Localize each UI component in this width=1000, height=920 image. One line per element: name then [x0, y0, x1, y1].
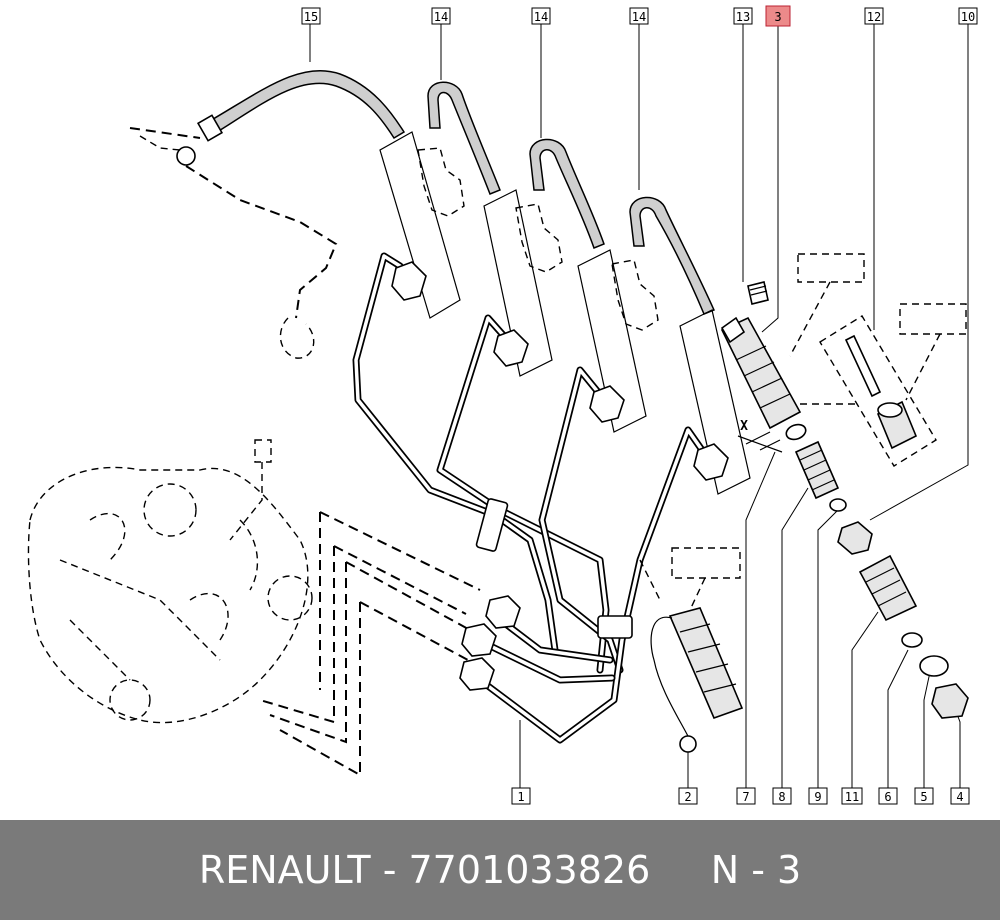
caption-gap [650, 848, 710, 892]
callout-13: 13 [736, 10, 750, 24]
injection-pump [27, 439, 481, 777]
callout-8: 8 [778, 790, 785, 804]
callout-box-4 [950, 787, 970, 805]
callouts-bottom: 1 2 7 8 9 11 6 5 4 [511, 787, 970, 805]
callout-box-1 [511, 787, 531, 805]
caption-part-number: 7701033826 [408, 848, 651, 892]
callout-box-14c [629, 7, 649, 25]
caption-separator: - [370, 848, 409, 892]
caption-bar: RENAULT - 7701033826 N - 3 [0, 820, 1000, 920]
callout-4: 4 [956, 790, 963, 804]
callouts-top: 15 14 14 14 13 3 12 10 [301, 5, 978, 27]
injector-pipes-1 [352, 252, 729, 744]
caption-ref: N - 3 [710, 848, 802, 892]
callout-box-3-highlighted [765, 5, 791, 27]
parts-diagram: X 15 14 14 14 13 3 [27, 5, 978, 805]
callout-box-12 [864, 7, 884, 25]
callout-box-5 [914, 787, 934, 805]
callout-box-15 [301, 7, 321, 25]
callout-14a: 14 [434, 10, 448, 24]
callout-7: 7 [742, 790, 749, 804]
glow-plug-2 [639, 547, 744, 753]
caption-brand: RENAULT [198, 848, 371, 892]
callout-box-14b [531, 7, 551, 25]
callout-11: 11 [845, 790, 859, 804]
callout-box-13 [733, 7, 753, 25]
callout-9: 9 [814, 790, 821, 804]
callout-5: 5 [920, 790, 927, 804]
callout-14c: 14 [632, 10, 646, 24]
callout-10: 10 [961, 10, 975, 24]
callout-box-14a [431, 7, 451, 25]
injector-group-upper [379, 131, 751, 495]
callout-box-2 [678, 787, 698, 805]
callout-12: 12 [867, 10, 881, 24]
callout-14b: 14 [534, 10, 548, 24]
injector-nozzle-3: X [720, 253, 865, 453]
callout-2: 2 [684, 790, 691, 804]
filter-12 [819, 303, 967, 467]
leakoff-hoses-14 [427, 81, 716, 315]
nozzle-components [785, 423, 969, 719]
callout-1: 1 [517, 790, 524, 804]
callout-box-7 [736, 787, 756, 805]
leader-lines [309, 24, 969, 790]
callout-box-11 [841, 787, 863, 805]
callout-box-8 [772, 787, 792, 805]
callout-box-6 [878, 787, 898, 805]
callout-6: 6 [884, 790, 891, 804]
caption-text: RENAULT - 7701033826 N - 3 [199, 848, 801, 892]
return-hose-15 [129, 69, 406, 359]
callout-3: 3 [774, 10, 781, 24]
callout-box-10 [958, 7, 978, 25]
dimension-x-label: X [740, 419, 748, 434]
callout-box-9 [808, 787, 828, 805]
callout-15: 15 [304, 10, 318, 24]
